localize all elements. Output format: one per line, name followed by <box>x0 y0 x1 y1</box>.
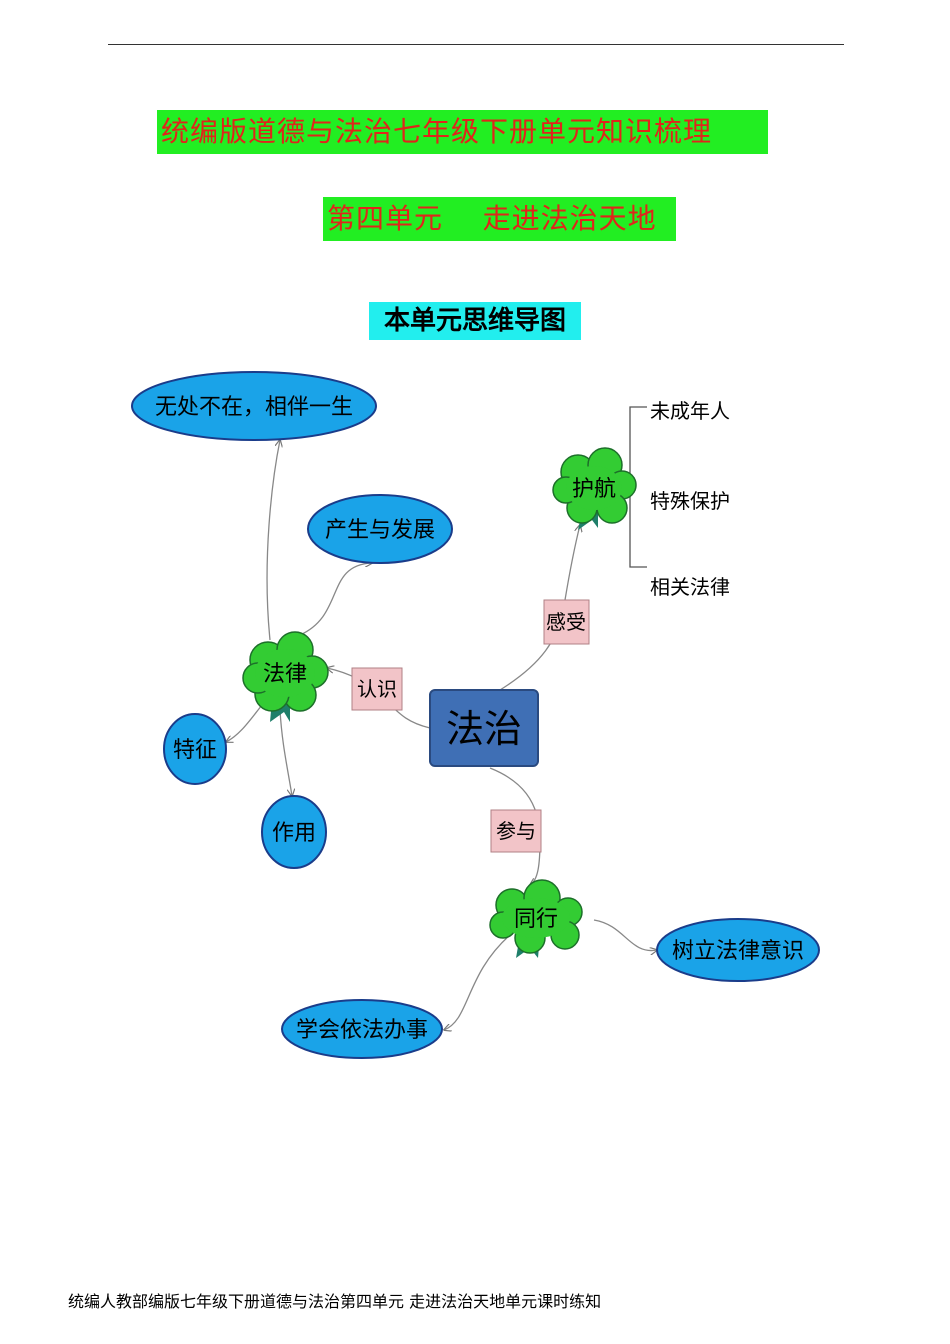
oval-awareness-label: 树立法律意识 <box>672 939 804 964</box>
connector-together-awareness <box>593 919 657 951</box>
connector-law-feature <box>226 704 263 742</box>
tree-together: 同行 <box>489 879 583 958</box>
tree-protect: 护航 <box>552 447 637 530</box>
protect-item-laws: 相关法律 <box>650 575 730 599</box>
oval-everywhere-label: 无处不在，相伴一生 <box>155 395 353 420</box>
oval-awareness: 树立法律意识 <box>656 918 820 982</box>
tag-feel-label: 感受 <box>546 610 586 634</box>
oval-origin: 产生与发展 <box>307 494 453 564</box>
oval-lawful: 学会依法办事 <box>281 999 443 1059</box>
connector-together-lawful <box>444 934 511 1030</box>
tag-participate-label: 参与 <box>496 819 536 843</box>
protect-item-special: 特殊保护 <box>650 489 730 513</box>
tree-law: 法律 <box>242 631 329 722</box>
protect-item-minors: 未成年人 <box>650 399 730 423</box>
tag-recognize: 认识 <box>351 667 403 711</box>
connectors <box>226 440 657 1030</box>
unit-title: 第四单元 走进法治天地 <box>323 197 676 241</box>
connector-law-origin <box>299 563 372 636</box>
oval-function: 作用 <box>261 795 327 869</box>
center-node-label: 法治 <box>446 707 522 751</box>
tag-feel: 感受 <box>543 599 590 645</box>
oval-feature: 特征 <box>163 713 227 785</box>
page-footer: 统编人教部编版七年级下册道德与法治第四单元 走进法治天地单元课时练知 <box>68 1292 602 1311</box>
oval-lawful-label: 学会依法办事 <box>296 1018 428 1043</box>
tree-law-label: 法律 <box>263 662 307 687</box>
center-node: 法治 <box>429 689 539 767</box>
header-rule <box>108 44 844 45</box>
tree-protect-label: 护航 <box>572 477 616 502</box>
mind-map-title: 本单元思维导图 <box>369 302 581 340</box>
connector-law-function <box>279 709 292 796</box>
tree-together-label: 同行 <box>514 907 558 932</box>
connector-law-everywhere <box>266 440 280 641</box>
tag-participate: 参与 <box>490 809 542 853</box>
document-title: 统编版道德与法治七年级下册单元知识梳理 <box>157 110 768 154</box>
oval-origin-label: 产生与发展 <box>325 518 435 543</box>
oval-everywhere: 无处不在，相伴一生 <box>131 371 377 441</box>
oval-function-label: 作用 <box>272 821 316 846</box>
tag-recognize-label: 认识 <box>357 677 397 701</box>
oval-feature-label: 特征 <box>173 738 217 763</box>
